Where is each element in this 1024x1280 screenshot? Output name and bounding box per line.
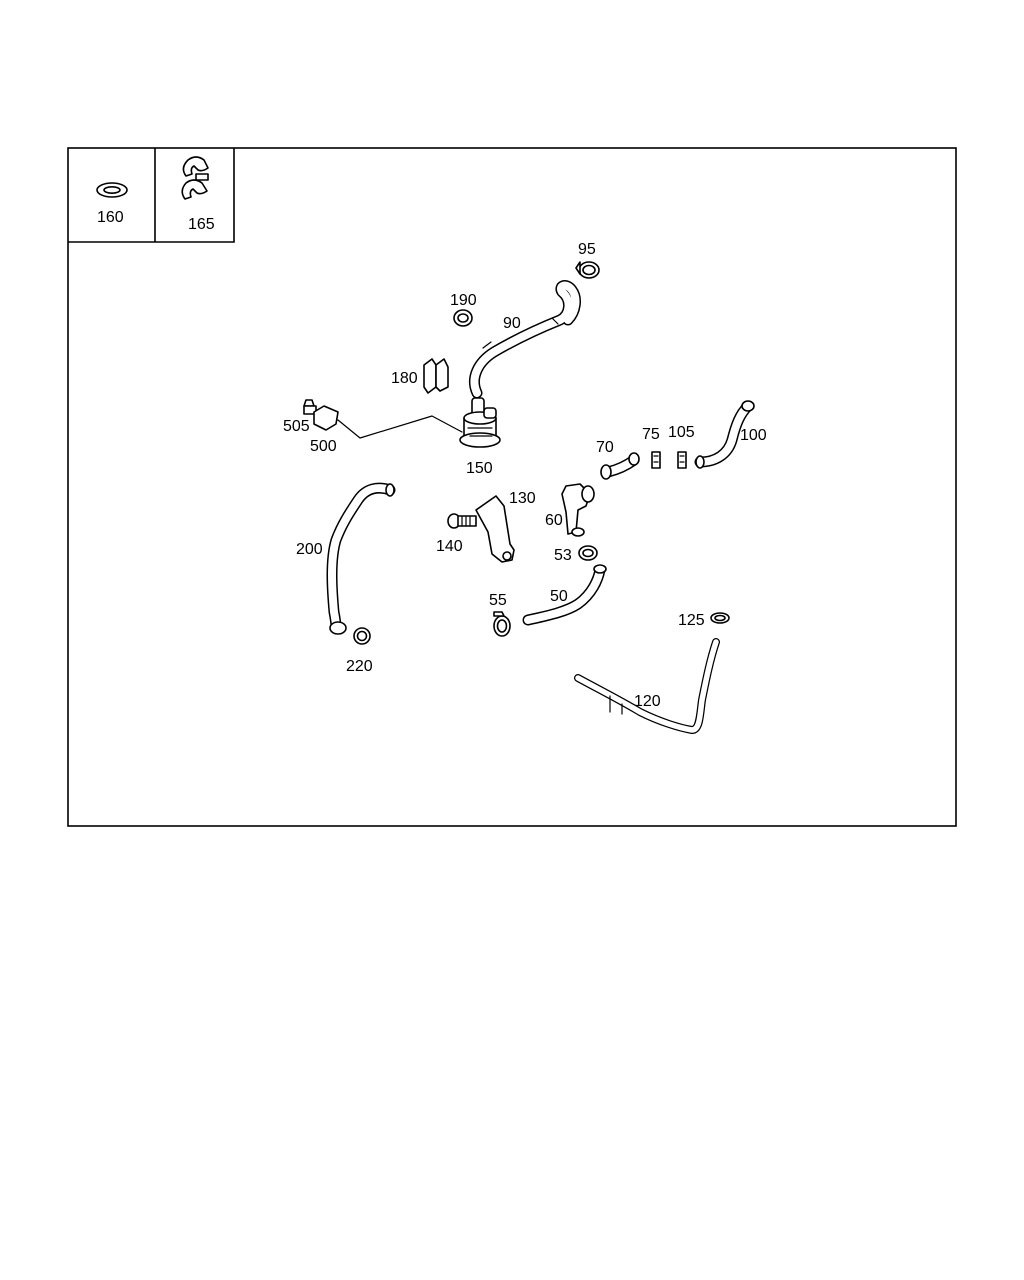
inset-boxes [68,148,235,243]
callout-60: 60 [545,512,563,529]
part-55-hose-clamp[interactable] [493,611,511,637]
callout-180: 180 [391,370,418,387]
part-180-bracket[interactable] [423,358,449,394]
callout-100: 100 [740,427,767,444]
part-95-hose-clamp[interactable] [575,261,600,279]
callout-500: 500 [310,438,337,455]
callout-125: 125 [678,612,705,629]
part-140-bolt[interactable] [447,513,477,529]
part-70-connector-hose[interactable] [600,452,640,480]
callout-190: 190 [450,292,477,309]
part-90-coolant-hose[interactable] [468,280,581,399]
callout-50: 50 [550,588,568,605]
callout-90: 90 [503,315,521,332]
callout-55: 55 [489,592,507,609]
callout-165: 165 [188,216,215,233]
part-505-plug[interactable] [303,399,317,415]
callout-130: 130 [509,490,536,507]
callout-105: 105 [668,424,695,441]
callout-150: 150 [466,460,493,477]
part-105-clip[interactable] [677,451,687,469]
callout-140: 140 [436,538,463,555]
part-220-hose-clamps[interactable] [329,621,371,645]
part-75-clip[interactable] [651,451,661,469]
callout-505: 505 [283,418,310,435]
callout-53: 53 [554,547,572,564]
part-50-coolant-hose[interactable] [522,564,607,626]
callout-70: 70 [596,439,614,456]
part-53-o-ring[interactable] [578,545,598,561]
part-200-coolant-hose[interactable] [326,482,396,634]
callout-75: 75 [642,426,660,443]
callout-95: 95 [578,241,596,258]
part-120-coolant-pipe[interactable] [574,638,720,734]
part-190-grommet[interactable] [453,309,473,327]
callout-200: 200 [296,541,323,558]
part-150-water-pump[interactable] [459,397,501,448]
callout-220: 220 [346,658,373,675]
part-160-seal-ring[interactable] [96,182,128,198]
callout-120: 120 [634,693,661,710]
part-165-clips[interactable] [181,156,209,200]
part-60-pipe-t-piece[interactable] [561,483,595,537]
part-100-coolant-hose[interactable] [694,400,755,469]
part-500-connector-cable[interactable] [313,405,463,439]
callout-160: 160 [97,209,124,226]
part-125-hose-clamp[interactable] [710,612,730,624]
diagram-frame [67,147,957,827]
part-130-bracket-plate[interactable] [475,495,515,563]
